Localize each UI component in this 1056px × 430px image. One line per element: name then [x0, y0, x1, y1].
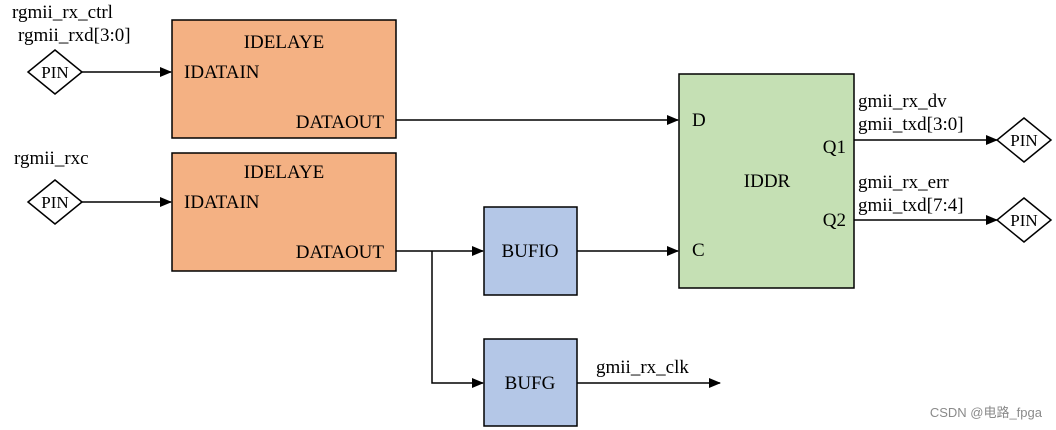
pin-label: PIN	[41, 193, 68, 212]
idelaye-block-1: IDELAYE IDATAIN DATAOUT	[171, 19, 397, 139]
wire-idelay2-bufg	[431, 251, 484, 388]
bufg-label: BUFG	[505, 373, 556, 394]
label-rgmii-rxd: rgmii_rxd[3:0]	[18, 25, 131, 46]
bufg-block: BUFG	[483, 338, 578, 427]
label-gmii-txd-7-4: gmii_txd[7:4]	[858, 195, 964, 216]
pin-label: PIN	[1010, 211, 1037, 230]
pin-label: PIN	[41, 63, 68, 82]
iddr-c-port: C	[692, 240, 705, 261]
wires	[82, 67, 998, 388]
pin-output-2: PIN	[995, 197, 1053, 243]
pin-label: PIN	[1010, 131, 1037, 150]
label-gmii-rx-dv: gmii_rx_dv	[858, 91, 947, 112]
idelaye-title: IDELAYE	[244, 162, 325, 183]
label-rgmii-rxc: rgmii_rxc	[14, 148, 89, 169]
idelaye-title: IDELAYE	[244, 32, 325, 53]
watermark-text: CSDN @电路_fpga	[930, 405, 1043, 420]
idelaye-dataout-port: DATAOUT	[296, 112, 385, 133]
label-rgmii-rx-ctrl: rgmii_rx_ctrl	[12, 2, 113, 23]
iddr-title: IDDR	[744, 171, 791, 192]
pin-input-1: PIN	[26, 49, 84, 95]
idelaye-idatain-port: IDATAIN	[184, 62, 260, 83]
idelaye-dataout-port: DATAOUT	[296, 242, 385, 263]
label-gmii-rx-clk: gmii_rx_clk	[596, 357, 689, 378]
iddr-block: IDDR D C Q1 Q2	[678, 73, 855, 289]
pin-input-2: PIN	[26, 179, 84, 225]
idelaye-block-2: IDELAYE IDATAIN DATAOUT	[171, 152, 397, 272]
label-gmii-txd-3-0: gmii_txd[3:0]	[858, 114, 964, 135]
idelaye-idatain-port: IDATAIN	[184, 192, 260, 213]
iddr-d-port: D	[692, 110, 706, 131]
bufio-label: BUFIO	[501, 241, 558, 262]
bufio-block: BUFIO	[483, 206, 578, 296]
pin-output-1: PIN	[995, 117, 1053, 163]
label-gmii-rx-err: gmii_rx_err	[858, 172, 949, 193]
iddr-q1-port: Q1	[823, 137, 846, 158]
iddr-q2-port: Q2	[823, 210, 846, 231]
